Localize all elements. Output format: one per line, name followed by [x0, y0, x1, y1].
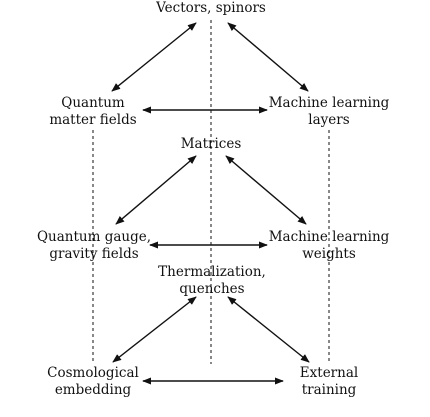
- node-label-line: layers: [308, 112, 350, 128]
- node-label-line: training: [301, 382, 357, 398]
- arrow-thermalization-to-cosmological: [112, 296, 197, 363]
- node-cosmological-embedding: Cosmological embedding: [47, 365, 139, 399]
- node-label-line: quenches: [179, 281, 245, 297]
- node-label-line: Vectors, spinors: [156, 0, 266, 16]
- node-label-line: matter fields: [49, 112, 137, 128]
- node-quantum-matter-fields: Quantum matter fields: [49, 95, 136, 129]
- node-vectors-spinors: Vectors, spinors: [156, 0, 266, 17]
- arrow-matrices-to-gauge-fields: [115, 155, 197, 225]
- node-label-line: Machine learning: [268, 95, 390, 111]
- node-external-training: External training: [300, 365, 358, 399]
- node-label-line: External: [299, 365, 359, 381]
- node-label-line: gravity fields: [49, 246, 139, 262]
- node-label-line: Matrices: [180, 136, 242, 152]
- node-label-line: Machine learning: [268, 229, 390, 245]
- arrow-vectors-to-ml-layers: [227, 22, 309, 92]
- arrow-thermalization-to-external: [227, 296, 310, 363]
- node-thermalization-quenches: Thermalization, quenches: [158, 264, 266, 298]
- node-ml-layers: Machine learning layers: [269, 95, 390, 129]
- node-label-line: Thermalization,: [158, 264, 266, 280]
- node-label-line: Quantum gauge,: [36, 229, 152, 245]
- node-label-line: Quantum: [61, 95, 125, 111]
- node-ml-weights: Machine learning weights: [269, 229, 390, 263]
- node-quantum-gauge-gravity-fields: Quantum gauge, gravity fields: [37, 229, 151, 263]
- node-label-line: weights: [302, 246, 356, 262]
- arrow-vectors-to-matter-fields: [111, 22, 197, 92]
- arrow-matrices-to-ml-weights: [225, 155, 307, 225]
- node-label-line: Cosmological: [47, 365, 139, 381]
- node-label-line: embedding: [54, 382, 132, 398]
- node-matrices: Matrices: [181, 136, 242, 153]
